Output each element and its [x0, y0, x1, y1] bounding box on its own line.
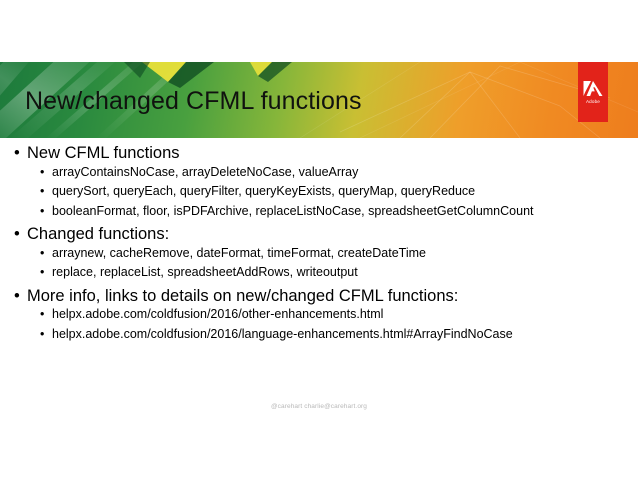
bullet-glyph: • [14, 225, 20, 243]
list-item-text: arraynew, cacheRemove, dateFormat, timeF… [52, 245, 426, 260]
bullet-glyph: • [40, 326, 45, 341]
bullet-list-level-2: • arrayContainsNoCase, arrayDeleteNoCase… [27, 164, 638, 218]
slide-footer: @carehart charlie@carehart.org [270, 403, 368, 410]
bullet-heading-text: Changed functions: [27, 225, 170, 243]
list-item: • booleanFormat, floor, isPDFArchive, re… [27, 203, 638, 218]
bullet-heading-more-info: • More info, links to details on new/cha… [0, 286, 638, 341]
bullet-glyph: • [40, 245, 45, 260]
link-text[interactable]: helpx.adobe.com/coldfusion/2016/language… [52, 326, 513, 341]
list-item: • arraynew, cacheRemove, dateFormat, tim… [27, 245, 638, 260]
title-banner: New/changed CFML functions [0, 62, 638, 138]
bullet-glyph: • [14, 144, 20, 162]
list-item: • replace, replaceList, spreadsheetAddRo… [27, 266, 638, 279]
link-text[interactable]: helpx.adobe.com/coldfusion/2016/other-en… [52, 307, 384, 321]
bullet-glyph: • [40, 164, 45, 179]
bullet-list-level-2: • helpx.adobe.com/coldfusion/2016/other-… [27, 308, 638, 340]
adobe-a-icon [583, 81, 603, 97]
list-item-link[interactable]: • helpx.adobe.com/coldfusion/2016/langua… [27, 326, 638, 341]
bullet-list-level-2: • arraynew, cacheRemove, dateFormat, tim… [27, 245, 638, 279]
slide-body: • New CFML functions • arrayContainsNoCa… [0, 145, 638, 340]
adobe-logo: Adobe [578, 62, 608, 122]
adobe-wordmark: Adobe [585, 99, 601, 105]
bullet-glyph: • [40, 307, 45, 321]
list-item-link[interactable]: • helpx.adobe.com/coldfusion/2016/other-… [27, 308, 638, 321]
bullet-heading-changed-functions: • Changed functions: • arraynew, cacheRe… [0, 226, 638, 279]
list-item-text: booleanFormat, floor, isPDFArchive, repl… [52, 203, 534, 218]
bullet-glyph: • [40, 265, 45, 279]
page-title: New/changed CFML functions [25, 87, 362, 115]
bullet-heading-text: More info, links to details on new/chang… [27, 286, 459, 305]
list-item-text: replace, replaceList, spreadsheetAddRows… [52, 265, 358, 279]
list-item-text: querySort, queryEach, queryFilter, query… [52, 184, 476, 198]
banner-decoration [0, 62, 638, 138]
bullet-heading-new-functions: • New CFML functions • arrayContainsNoCa… [0, 145, 638, 217]
bullet-glyph: • [40, 203, 45, 218]
list-item: • querySort, queryEach, queryFilter, que… [27, 185, 638, 198]
bullet-glyph: • [14, 286, 20, 305]
bullet-heading-text: New CFML functions [27, 144, 180, 162]
bullet-glyph: • [40, 184, 45, 198]
list-item-text: arrayContainsNoCase, arrayDeleteNoCase, … [52, 164, 359, 179]
bullet-list-level-1: • New CFML functions • arrayContainsNoCa… [0, 145, 638, 340]
list-item: • arrayContainsNoCase, arrayDeleteNoCase… [27, 164, 638, 179]
